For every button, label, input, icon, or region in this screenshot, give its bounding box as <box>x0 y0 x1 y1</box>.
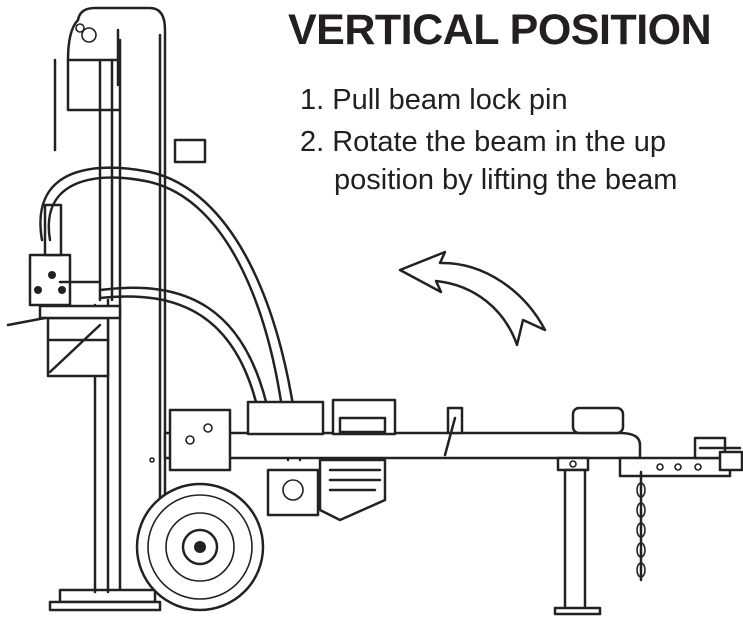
rotation-arrow-icon <box>400 252 545 345</box>
page-title: VERTICAL POSITION <box>288 6 711 55</box>
jack-stand <box>555 470 600 614</box>
step-1: 1. Pull beam lock pin <box>300 84 568 117</box>
wheel <box>137 484 263 610</box>
step-2: 2. Rotate the beam in the up <box>300 126 666 159</box>
safety-chain <box>637 472 645 580</box>
push-plate <box>40 306 120 376</box>
engine <box>248 400 395 520</box>
step-2-continued: position by lifting the beam <box>334 164 677 197</box>
